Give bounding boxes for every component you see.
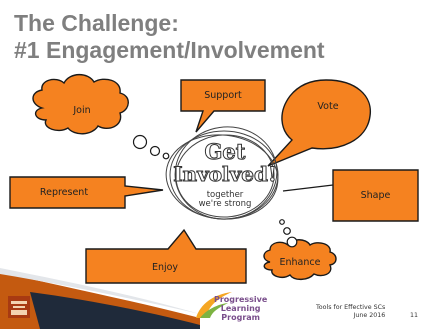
- join-bubble-1: [132, 134, 148, 150]
- get-involved-line-2: Involved!: [173, 162, 278, 187]
- enjoy-label: Enjoy: [151, 261, 179, 273]
- plp-logo-line-3: Program: [221, 313, 261, 322]
- support-callout: [180, 79, 266, 133]
- plp-logo-mark: [196, 292, 232, 318]
- get-involved-line-1: Get: [204, 139, 246, 165]
- enhance-bubble-3: [279, 219, 285, 225]
- enhance-label: Enhance: [279, 256, 321, 268]
- plp-logo-line-2: Learning: [220, 304, 261, 313]
- join-label: Join: [73, 104, 91, 116]
- vote-callout: [267, 79, 371, 167]
- represent-callout: [9, 176, 164, 209]
- enjoy-callout: [85, 228, 247, 284]
- footer-note-line-2: June 2016: [353, 312, 386, 319]
- support-label: Support: [204, 89, 242, 101]
- tagline-line-1: together: [206, 190, 244, 200]
- shape-label: Shape: [360, 189, 391, 201]
- shape-pointer: [282, 184, 334, 192]
- title-line-2: #1 Engagement/Involvement: [14, 37, 325, 63]
- footer-note: Tools for Effective SCs June 2016: [316, 304, 385, 320]
- footer-ribbon-shine: [0, 268, 200, 314]
- slide-title: The Challenge: #1 Engagement/Involvement: [14, 10, 434, 64]
- enhance-bubble-1: [286, 236, 298, 248]
- page-number: 11: [410, 312, 419, 319]
- vote-label: Vote: [317, 100, 339, 112]
- footer-note-line-1: Tools for Effective SCs: [316, 304, 386, 311]
- enhance-cloud: [263, 239, 337, 281]
- plp-logo-line-1: Progressive: [214, 295, 268, 304]
- join-bubble-2: [149, 145, 161, 157]
- get-involved-graphic: Get Involved! together we're strong: [170, 132, 280, 216]
- join-cloud: [32, 73, 129, 135]
- tagline: together we're strong: [170, 191, 280, 209]
- represent-label: Represent: [39, 186, 89, 198]
- enhance-bubble-2: [283, 227, 291, 235]
- tagline-line-2: we're strong: [198, 199, 252, 209]
- join-bubble-3: [162, 152, 170, 160]
- footer-ribbon-dark: [30, 292, 200, 329]
- plp-logo-text: Progressive Learning Program: [214, 295, 267, 322]
- title-line-1: The Challenge:: [14, 10, 179, 36]
- shape-callout: [332, 169, 419, 222]
- scribble-circle: [165, 126, 279, 220]
